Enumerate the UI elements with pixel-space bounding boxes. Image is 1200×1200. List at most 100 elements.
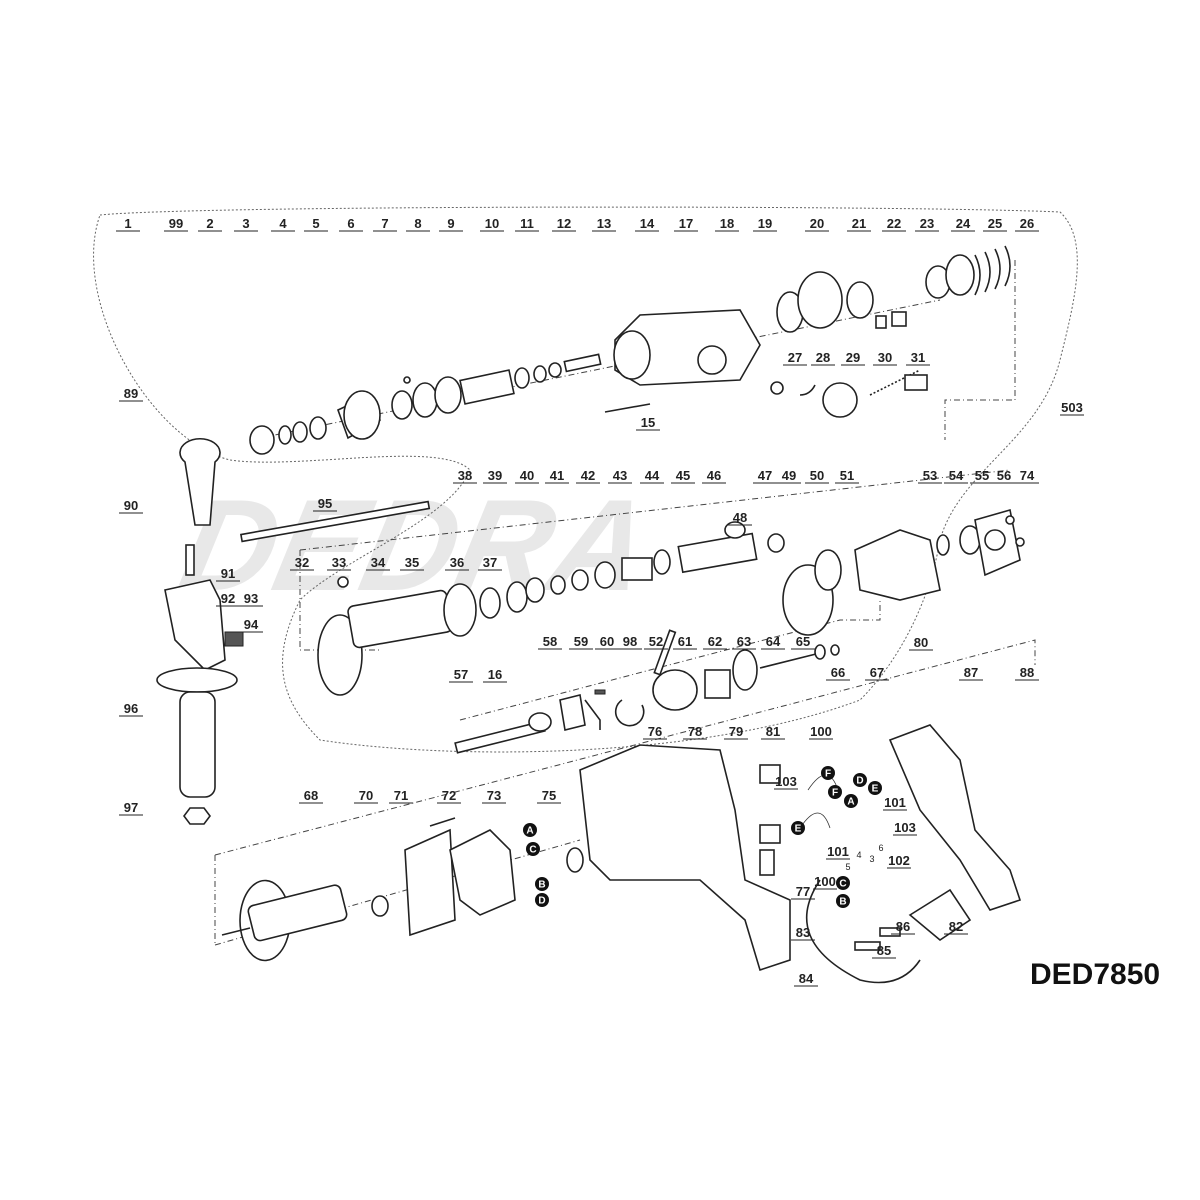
- part-label: 12: [552, 216, 576, 232]
- part-number: 28: [816, 350, 830, 365]
- part-label: 73: [482, 788, 506, 804]
- part-label: 35: [400, 555, 424, 571]
- part-label: 19: [753, 216, 777, 232]
- part-label: 63: [732, 634, 756, 650]
- part-label: 87: [959, 665, 983, 681]
- part-label: 38: [453, 468, 477, 484]
- part-number: 90: [124, 498, 138, 513]
- connector-marker-circle: [535, 877, 549, 891]
- part-label: 100: [809, 724, 833, 740]
- terminal-number: 4: [856, 850, 861, 860]
- connector-marker-circle: [836, 876, 850, 890]
- part-number: 46: [707, 468, 721, 483]
- part-number: 85: [877, 943, 891, 958]
- terminal-number: 6: [878, 843, 883, 853]
- part-label: 90: [119, 498, 143, 514]
- connector-marker-circle: [836, 894, 850, 908]
- part-label: 78: [683, 724, 707, 740]
- part-label: 56: [992, 468, 1016, 484]
- part-label: 98: [618, 634, 642, 650]
- part-label: 32: [290, 555, 314, 571]
- part-label: 13: [592, 216, 616, 232]
- part-label: 86: [891, 919, 915, 935]
- watermark: DEDRA: [169, 472, 662, 617]
- part-number: 52: [649, 634, 663, 649]
- connector-letter: E: [872, 784, 879, 795]
- parts-gear-row: [454, 629, 840, 754]
- part-number: 66: [831, 665, 845, 680]
- part-label: 40: [515, 468, 539, 484]
- part-number: 98: [623, 634, 637, 649]
- part-label: 70: [354, 788, 378, 804]
- part-label: 37: [478, 555, 502, 571]
- part-number: 40: [520, 468, 534, 483]
- part-label: 23: [915, 216, 939, 232]
- part-label: 9: [439, 216, 463, 232]
- part-label: 71: [389, 788, 413, 804]
- parts-housing-motor: [221, 724, 1022, 984]
- part-label: 100: [813, 874, 837, 890]
- part-label: 59: [569, 634, 593, 650]
- part-number: 3: [242, 216, 249, 231]
- part-label: 101: [883, 795, 907, 811]
- part-label: 28: [811, 350, 835, 366]
- part-number: 74: [1020, 468, 1035, 483]
- part-label: 84: [794, 971, 818, 987]
- part-label: 18: [715, 216, 739, 232]
- part-label: 1: [116, 216, 140, 232]
- part-number: 89: [124, 386, 138, 401]
- connector-letter: F: [825, 769, 831, 780]
- part-number: 55: [975, 468, 989, 483]
- part-label: 79: [724, 724, 748, 740]
- part-number: 17: [679, 216, 693, 231]
- part-label: 93: [239, 591, 263, 607]
- part-label: 49: [777, 468, 801, 484]
- axis-motor: [214, 639, 1036, 946]
- part-label: 102: [887, 853, 911, 869]
- part-label: 503: [1060, 400, 1084, 416]
- part-label: 88: [1015, 665, 1039, 681]
- part-label: 10: [480, 216, 504, 232]
- connector-marker-circle: [821, 766, 835, 780]
- part-label: 61: [673, 634, 697, 650]
- connector-marker-circle: [844, 794, 858, 808]
- part-number: 41: [550, 468, 564, 483]
- axis-middle-bracket: [299, 550, 380, 651]
- part-label: 95: [313, 496, 337, 512]
- part-number: 73: [487, 788, 501, 803]
- part-label: 83: [791, 925, 815, 941]
- connector-letter: D: [538, 896, 545, 907]
- part-label: 57: [449, 667, 473, 683]
- part-number: 12: [557, 216, 571, 231]
- part-number: 13: [597, 216, 611, 231]
- part-number: 67: [870, 665, 884, 680]
- part-label: 60: [595, 634, 619, 650]
- part-label: 97: [119, 800, 143, 816]
- part-number: 1: [124, 216, 131, 231]
- part-label: 29: [841, 350, 865, 366]
- part-label: 7: [373, 216, 397, 232]
- part-number: 27: [788, 350, 802, 365]
- connector-marker-circle: [828, 785, 842, 799]
- part-label: 62: [703, 634, 727, 650]
- part-label: 72: [437, 788, 461, 804]
- part-number: 42: [581, 468, 595, 483]
- part-label: 30: [873, 350, 897, 366]
- part-number: 64: [766, 634, 781, 649]
- connector-marker-circle: [523, 823, 537, 837]
- part-number: 35: [405, 555, 419, 570]
- part-number: 61: [678, 634, 692, 649]
- part-number: 44: [645, 468, 660, 483]
- part-number: 51: [840, 468, 854, 483]
- part-label: 66: [826, 665, 850, 681]
- parts-middle-row: [317, 508, 1025, 696]
- part-number: 86: [896, 919, 910, 934]
- part-number: 72: [442, 788, 456, 803]
- part-number: 88: [1020, 665, 1034, 680]
- part-label: 26: [1015, 216, 1039, 232]
- part-label: 39: [483, 468, 507, 484]
- part-label: 34: [366, 555, 390, 571]
- part-number: 43: [613, 468, 627, 483]
